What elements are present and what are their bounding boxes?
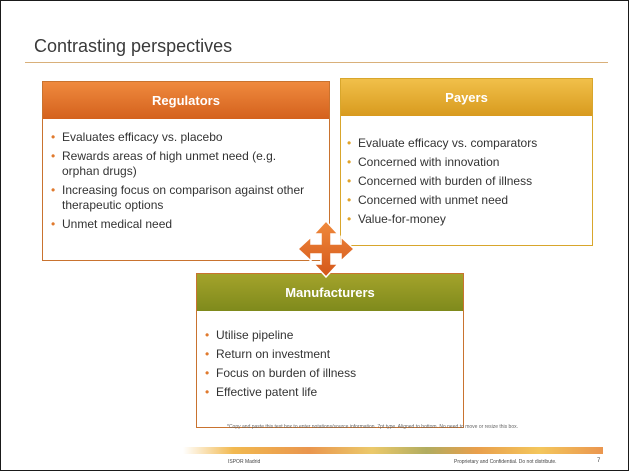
list-item: •Concerned with innovation xyxy=(347,155,500,169)
slide-title: Contrasting perspectives xyxy=(34,36,233,56)
list-item: •Increasing focus on comparison against … xyxy=(51,183,305,212)
manufacturers-box: Manufacturers •Utilise pipeline •Return … xyxy=(196,273,464,428)
list-item: •Utilise pipeline xyxy=(205,328,294,342)
list-item: •Value-for-money xyxy=(347,212,446,226)
regulators-box: Regulators •Evaluates efficacy vs. place… xyxy=(42,81,330,261)
list-item: •Rewards areas of high unmet need (e.g. … xyxy=(51,149,277,178)
footer-stripe xyxy=(183,447,603,454)
payers-box: Payers •Evaluate efficacy vs. comparator… xyxy=(340,78,593,246)
regulators-list: •Evaluates efficacy vs. placebo •Rewards… xyxy=(48,130,329,236)
payers-heading: Payers xyxy=(341,79,592,116)
list-item: •Return on investment xyxy=(205,347,331,361)
list-item: •Effective patent life xyxy=(205,385,318,399)
list-item: •Unmet medical need xyxy=(51,217,173,231)
list-item: •Evaluate efficacy vs. comparators xyxy=(347,136,538,150)
list-item: •Concerned with unmet need xyxy=(347,193,509,207)
list-item: •Evaluates efficacy vs. placebo xyxy=(51,130,223,144)
list-item: •Concerned with burden of illness xyxy=(347,174,533,188)
footer-left: ISPOR Madrid xyxy=(228,459,261,465)
payers-list: •Evaluate efficacy vs. comparators •Conc… xyxy=(344,136,592,231)
manufacturers-heading: Manufacturers xyxy=(197,274,463,311)
manufacturers-list: •Utilise pipeline •Return on investment … xyxy=(202,328,463,404)
four-way-arrow-icon xyxy=(297,220,355,278)
footnote: *Copy and paste this text box to enter n… xyxy=(227,424,518,430)
footer-right: Proprietary and Confidential. Do not dis… xyxy=(454,459,557,465)
page-number: 7 xyxy=(597,458,601,464)
title-divider xyxy=(25,62,608,63)
list-item: •Focus on burden of illness xyxy=(205,366,357,380)
regulators-heading: Regulators xyxy=(43,82,329,119)
